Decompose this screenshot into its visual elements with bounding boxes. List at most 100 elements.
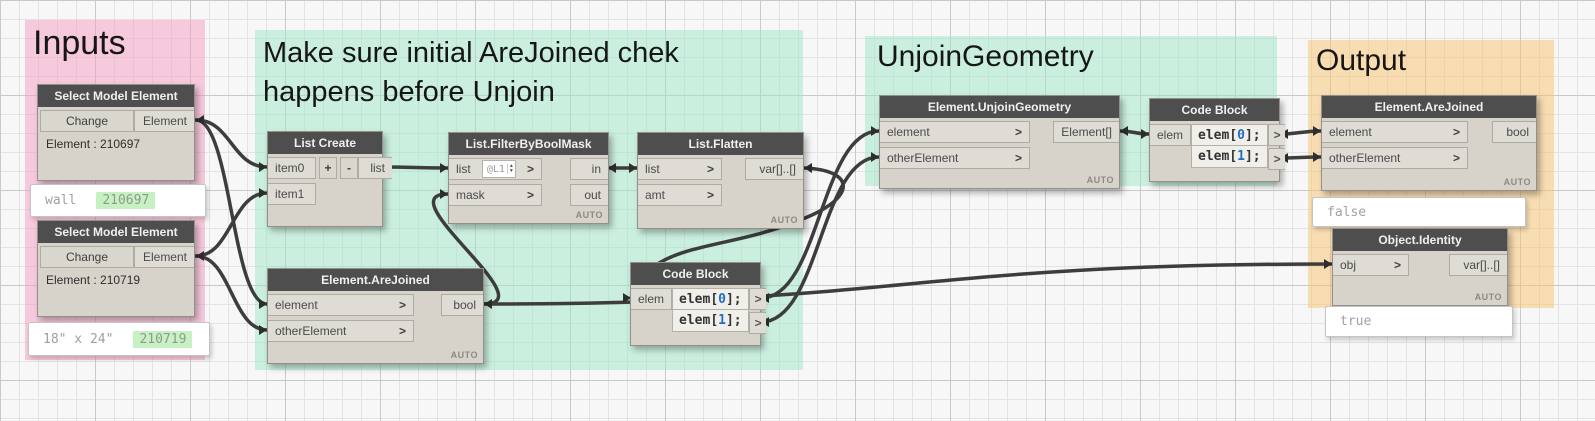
node-title[interactable]: Code Block	[631, 263, 760, 285]
preview-element-id: 210697	[96, 192, 156, 209]
input-port-mask[interactable]: mask >	[449, 184, 542, 206]
node-select-model-element-2[interactable]: Select Model Element Change Element Elem…	[37, 220, 195, 317]
input-port-otherelement[interactable]: otherElement >	[1322, 147, 1468, 169]
input-port-element[interactable]: element >	[268, 294, 414, 316]
node-select-model-element-1[interactable]: Select Model Element Change Element Elem…	[37, 84, 195, 181]
default-value-chevron-icon: >	[1014, 151, 1022, 165]
group-output-title[interactable]: Output	[1316, 44, 1407, 77]
output-port-bool[interactable]: bool	[1492, 121, 1536, 143]
input-port-element[interactable]: element >	[1322, 121, 1468, 143]
default-value-chevron-icon: >	[706, 162, 714, 176]
node-title[interactable]: Select Model Element	[38, 85, 194, 107]
spinner-up-icon[interactable]: ▲	[508, 163, 514, 169]
wire[interactable]	[194, 254, 269, 332]
group-unjoin-title[interactable]: UnjoinGeometry	[877, 40, 1094, 73]
output-port-list[interactable]: list	[358, 157, 392, 179]
output-port-element-array[interactable]: Element[]	[1053, 121, 1119, 143]
node-code-block-1[interactable]: Code Block elem elem[0]; elem[1]; > >	[630, 262, 766, 346]
input-port-otherelement[interactable]: otherElement >	[880, 147, 1030, 169]
wire-endpoint-markers	[196, 115, 1332, 335]
default-value-chevron-icon: >	[398, 324, 406, 338]
default-value-chevron-icon: >	[398, 298, 406, 312]
group-title-line-2: happens before Unjoin	[263, 76, 555, 108]
input-port-elem[interactable]: elem	[1150, 124, 1192, 146]
input-port-amt[interactable]: amt >	[638, 184, 722, 206]
output-port-line2[interactable]: >	[1267, 148, 1285, 170]
wire[interactable]	[194, 118, 269, 169]
output-port-bool[interactable]: bool	[441, 294, 483, 316]
node-element-unjoingeometry[interactable]: Element.UnjoinGeometry element > otherEl…	[879, 95, 1120, 189]
node-list-filterbyboolmask[interactable]: List.FilterByBoolMask list @L1 ▲ ▼ > mas…	[448, 132, 609, 224]
level-spinner[interactable]: ▲ ▼	[506, 163, 514, 174]
node-title[interactable]: Element.AreJoined	[1322, 96, 1536, 118]
lacing-label[interactable]: AUTO	[770, 215, 798, 225]
spinner-down-icon[interactable]: ▼	[508, 168, 514, 174]
node-element-arejoined-check[interactable]: Element.AreJoined element > otherElement…	[267, 268, 484, 364]
node-title[interactable]: Element.AreJoined	[268, 269, 483, 291]
port-label: amt	[645, 188, 666, 202]
output-port-in[interactable]: in	[570, 158, 608, 180]
node-title[interactable]: Select Model Element	[38, 221, 194, 243]
input-port-element[interactable]: element >	[880, 121, 1030, 143]
node-title[interactable]: Element.UnjoinGeometry	[880, 96, 1119, 118]
lacing-label[interactable]: AUTO	[1474, 292, 1502, 302]
change-button[interactable]: Change	[40, 110, 134, 132]
wire[interactable]	[431, 192, 501, 306]
group-arejoined-check-title[interactable]: Make sure initial AreJoined chek happens…	[255, 30, 803, 116]
lacing-label[interactable]: AUTO	[450, 350, 478, 360]
lacing-label[interactable]: AUTO	[1086, 175, 1114, 185]
input-port-item1[interactable]: item1	[268, 183, 316, 205]
code-block-source[interactable]: elem[0]; elem[1];	[1191, 124, 1268, 168]
node-list-flatten[interactable]: List.Flatten list > amt > var[]..[] AUTO	[637, 132, 804, 229]
preview-value: false	[1327, 204, 1367, 220]
preview-bubble-select2[interactable]: 18" x 24" 210719	[28, 322, 210, 356]
output-port-element[interactable]: Element	[134, 110, 194, 132]
node-code-block-2[interactable]: Code Block elem elem[0]; elem[1]; > >	[1149, 98, 1285, 182]
port-label: list	[645, 162, 660, 176]
preview-value: true	[1340, 314, 1372, 329]
node-list-create[interactable]: List Create item0 + - item1 list	[267, 131, 392, 227]
output-port-line1[interactable]: >	[1267, 124, 1285, 146]
node-title[interactable]: List.FilterByBoolMask	[449, 133, 608, 155]
wire[interactable]	[381, 165, 450, 170]
input-port-item0[interactable]: item0	[268, 157, 316, 179]
input-port-elem[interactable]: elem	[631, 288, 673, 310]
wire[interactable]	[194, 191, 269, 258]
default-value-chevron-icon: >	[526, 188, 534, 202]
lacing-label[interactable]: AUTO	[575, 210, 603, 220]
list-level-widget[interactable]: @L1 ▲ ▼	[481, 160, 516, 178]
code-block-source[interactable]: elem[0]; elem[1];	[672, 288, 749, 332]
output-port-line1[interactable]: >	[748, 288, 766, 310]
default-value-chevron-icon: >	[526, 162, 534, 176]
change-button[interactable]: Change	[40, 246, 134, 268]
output-port-var[interactable]: var[]..[]	[1449, 254, 1507, 276]
node-title[interactable]: Code Block	[1150, 99, 1279, 121]
remove-input-button[interactable]: -	[340, 157, 358, 179]
wire[interactable]	[759, 155, 881, 324]
output-port-out[interactable]: out	[570, 184, 608, 206]
preview-bubble-arejoined-false[interactable]: false	[1312, 197, 1526, 227]
node-object-identity[interactable]: Object.Identity obj > var[]..[] AUTO	[1332, 228, 1508, 306]
add-input-button[interactable]: +	[319, 157, 337, 179]
wire[interactable]	[759, 129, 881, 300]
output-port-var[interactable]: var[]..[]	[745, 158, 803, 180]
preview-bubble-identity-true[interactable]: true	[1325, 306, 1513, 337]
input-port-list[interactable]: list @L1 ▲ ▼ >	[449, 158, 542, 180]
wire[interactable]	[482, 262, 1334, 306]
output-port-line2[interactable]: >	[748, 312, 766, 334]
input-port-list[interactable]: list >	[638, 158, 722, 180]
input-port-obj[interactable]: obj >	[1333, 254, 1409, 276]
output-port-element[interactable]: Element	[134, 246, 194, 268]
input-port-otherelement[interactable]: otherElement >	[268, 320, 414, 342]
node-title[interactable]: Object.Identity	[1333, 229, 1507, 251]
selected-element-value: Element : 210719	[46, 273, 141, 287]
wire[interactable]	[194, 118, 269, 306]
node-title[interactable]: List Create	[268, 132, 382, 154]
node-title[interactable]: List.Flatten	[638, 133, 803, 155]
lacing-label[interactable]: AUTO	[1503, 177, 1531, 187]
code-line-1: elem[0];	[1191, 124, 1268, 146]
node-element-arejoined-output[interactable]: Element.AreJoined element > otherElement…	[1321, 95, 1537, 191]
group-inputs-title[interactable]: Inputs	[33, 24, 126, 62]
preview-bubble-select1[interactable]: wall 210697	[30, 184, 206, 217]
